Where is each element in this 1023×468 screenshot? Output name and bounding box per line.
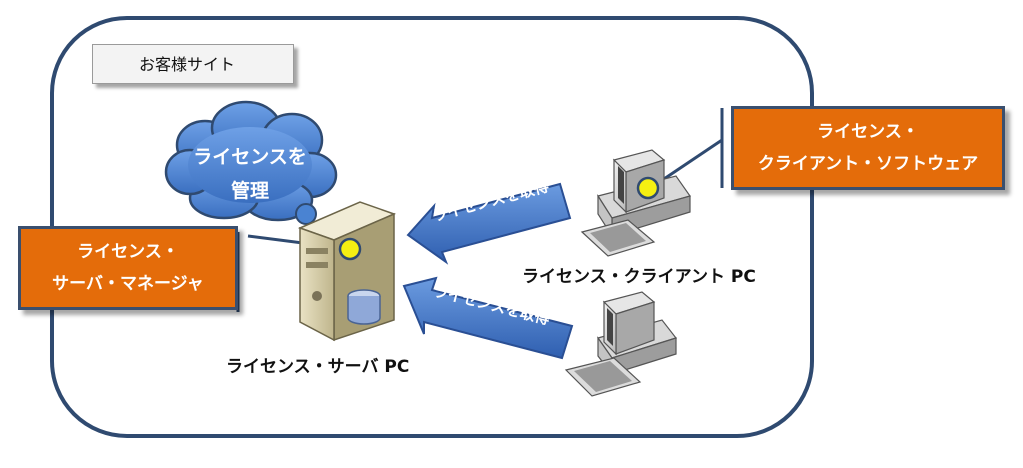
client-highlight-marker [636, 176, 660, 200]
client-pc-icon-2 [564, 291, 678, 397]
manager-box-line-2: サーバ・マネージャ [52, 274, 204, 294]
customer-site-label: お客様サイト [92, 44, 294, 84]
cloud-shape [164, 100, 338, 240]
server-pc-icon [297, 201, 397, 342]
client-software-box-line-2: クライアント・ソフトウェア [757, 154, 979, 174]
license-client-pc-label: ライセンス・クライアント PC [522, 267, 756, 287]
acquire-license-arrow-2 [402, 276, 574, 360]
acquire-license-arrow-1 [406, 182, 572, 265]
manager-box-line-1: ライセンス・ [77, 242, 179, 262]
license-server-manager-box: ライセンス・ サーバ・マネージャ [18, 226, 238, 310]
license-client-software-box: ライセンス・ クライアント・ソフトウェア [731, 106, 1005, 190]
server-highlight-marker [338, 237, 362, 261]
client-pc-icon-1 [580, 149, 691, 257]
license-server-pc-label: ライセンス・サーバ PC [226, 357, 410, 377]
cloud-text-line-1: ライセンスを [193, 146, 307, 168]
client-software-box-line-1: ライセンス・ [817, 122, 919, 142]
cloud-text: ライセンスを 管理 [186, 140, 314, 208]
cloud-text-line-2: 管理 [230, 180, 269, 202]
